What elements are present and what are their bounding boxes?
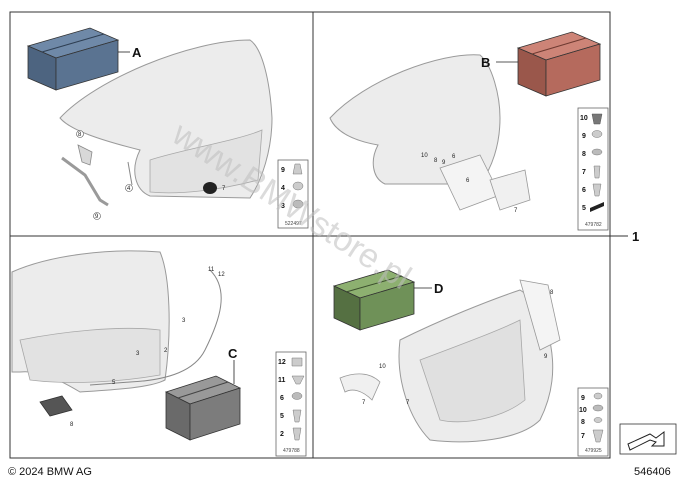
svg-text:11: 11 (208, 267, 215, 273)
side-trim (519, 279, 561, 351)
svg-text:4: 4 (281, 185, 285, 192)
svg-text:2: 2 (280, 431, 284, 438)
section-bottom-right: 8 9 10 7 7 D 9 10 8 7 479925 (332, 269, 609, 457)
trunk-lining-inner (419, 319, 526, 423)
copyright: © 2024 BMW AG (8, 466, 92, 478)
callouts-bottom-right: 8 9 10 7 7 (362, 290, 554, 406)
svg-text:479925: 479925 (585, 448, 602, 454)
svg-text:7: 7 (582, 169, 586, 176)
kit-box-c (164, 375, 242, 441)
svg-text:10: 10 (580, 115, 588, 122)
kit-box-d (332, 269, 416, 331)
section-bottom-left: 11 12 3 2 3 5 8 C 12 11 6 5 2 (11, 250, 307, 457)
svg-text:479788: 479788 (283, 448, 300, 454)
svg-text:9: 9 (442, 160, 446, 166)
svg-text:9: 9 (95, 214, 99, 220)
direction-arrow-icon (619, 423, 677, 455)
diagram-frame (9, 11, 611, 459)
handle-trim (339, 373, 381, 401)
svg-text:3: 3 (136, 351, 140, 357)
rubber-plug (203, 182, 217, 194)
svg-text:11: 11 (278, 377, 286, 384)
svg-text:8: 8 (434, 158, 438, 164)
parts-legend-top-right: 10 9 8 7 6 5 479782 (577, 107, 609, 231)
svg-text:7: 7 (514, 208, 518, 214)
small-rod (127, 161, 133, 186)
svg-text:4: 4 (127, 186, 131, 192)
svg-text:479782: 479782 (585, 222, 602, 228)
overall-callout: 1 (632, 229, 639, 244)
kit-letter-b: B (481, 55, 490, 70)
svg-text:7: 7 (581, 433, 585, 440)
plate-mount (489, 169, 531, 211)
svg-text:7: 7 (362, 400, 366, 406)
svg-text:8: 8 (581, 419, 585, 426)
svg-text:6: 6 (466, 178, 470, 184)
svg-text:12: 12 (218, 272, 225, 278)
svg-text:3: 3 (281, 203, 285, 210)
svg-text:6: 6 (452, 154, 456, 160)
kit-box-b (516, 31, 602, 97)
svg-text:5: 5 (582, 205, 586, 212)
svg-text:10: 10 (379, 364, 386, 370)
kit-letter-c: C (228, 346, 238, 361)
kit-letter-a: A (132, 45, 142, 60)
kit-box-a (26, 27, 120, 91)
trunk-lid-inner (149, 129, 263, 194)
svg-text:8: 8 (70, 422, 74, 428)
trunk-lid-inner-c (19, 327, 161, 383)
parts-legend-bottom-right: 9 10 8 7 479925 (577, 387, 609, 457)
callouts-top-left: 8 4 9 7 (76, 130, 226, 220)
diagram-number: 546406 (634, 466, 671, 478)
svg-text:8: 8 (78, 132, 82, 138)
kit-letter-d: D (434, 281, 443, 296)
svg-text:9: 9 (281, 167, 285, 174)
svg-text:5: 5 (280, 413, 284, 420)
svg-text:6: 6 (582, 187, 586, 194)
svg-text:8: 8 (550, 290, 554, 296)
release-cable (89, 269, 222, 386)
lock-actuator (39, 395, 73, 417)
svg-text:522497: 522497 (285, 221, 302, 227)
callouts-top-right: 10 8 9 6 6 7 (421, 153, 518, 214)
parts-legend-top-left: 9 4 3 522497 (277, 159, 309, 229)
svg-text:9: 9 (581, 395, 585, 402)
svg-text:10: 10 (579, 407, 587, 414)
svg-text:12: 12 (278, 359, 286, 366)
svg-text:3: 3 (182, 318, 186, 324)
svg-text:7: 7 (222, 186, 226, 192)
svg-text:7: 7 (406, 400, 410, 406)
svg-text:5: 5 (112, 380, 116, 386)
svg-text:2: 2 (164, 348, 168, 354)
parts-legend-bottom-left: 12 11 6 5 2 479788 (275, 351, 307, 457)
callouts-bottom-left: 11 12 3 2 3 5 8 (70, 267, 225, 428)
svg-text:9: 9 (544, 354, 548, 360)
section-top-right: 10 8 9 6 6 7 B 10 9 8 7 6 5 (329, 31, 609, 231)
svg-text:9: 9 (582, 133, 586, 140)
svg-text:8: 8 (582, 151, 586, 158)
section-top-left: 8 4 9 7 A 9 4 3 522497 (26, 27, 309, 229)
strut (61, 156, 109, 207)
trunk-lid-shape-b (329, 54, 501, 185)
svg-text:10: 10 (421, 153, 428, 159)
svg-text:6: 6 (280, 395, 284, 402)
strut-bracket (77, 144, 93, 166)
